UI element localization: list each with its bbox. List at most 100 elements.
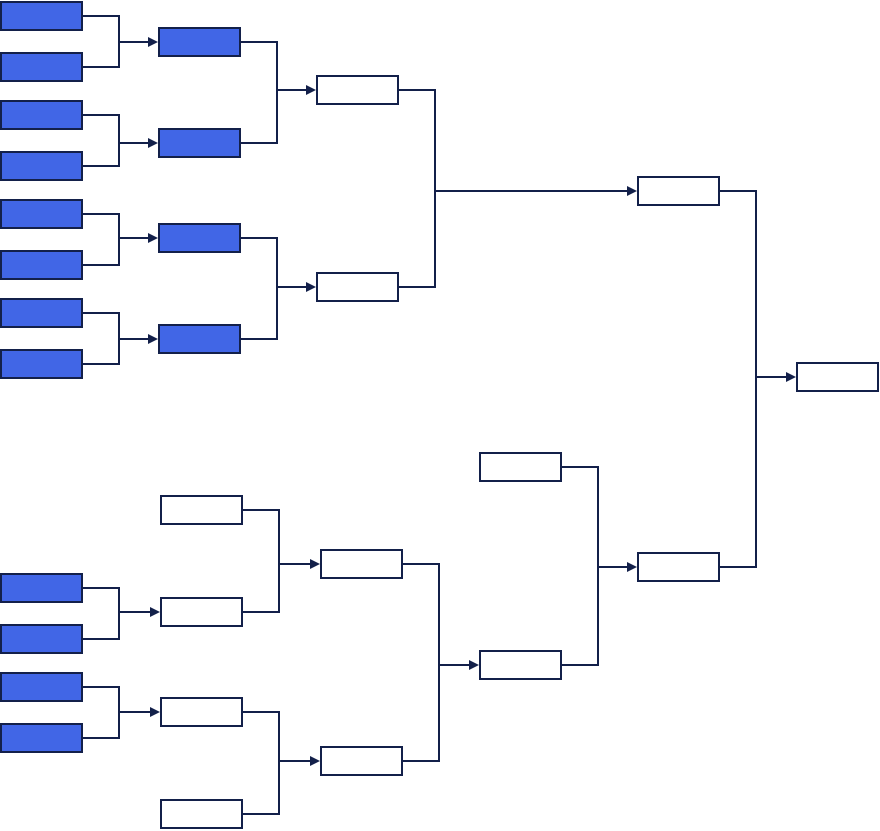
arrow-right-icon (148, 138, 158, 148)
bracket-slot-b-bye-3[interactable] (479, 452, 562, 482)
arrow-right-icon (150, 607, 160, 617)
bracket-slot-box (160, 799, 243, 829)
bracket-slot-box (320, 746, 403, 776)
bracket-slot-box (158, 324, 241, 354)
bracket-slot-r1-1[interactable] (0, 1, 83, 31)
bracket-slot-box (479, 452, 562, 482)
bracket-slot-r2-1[interactable] (158, 27, 241, 57)
connector-match-9 (83, 686, 160, 739)
arrow-right-icon (148, 233, 158, 243)
connector-match-1 (83, 15, 158, 68)
bracket-slot-sf-top[interactable] (637, 176, 720, 206)
bracket-slot-box (637, 176, 720, 206)
bracket-slot-sf-bottom[interactable] (637, 552, 720, 582)
arrow-right-icon (310, 559, 320, 569)
bracket-slot-box (320, 549, 403, 579)
connector-bracket-line (243, 509, 280, 613)
bracket-slot-box (316, 75, 399, 105)
bracket-slot-box (0, 349, 83, 379)
bracket-slot-b-r2-2[interactable] (160, 697, 243, 727)
connector-match-2 (83, 114, 158, 167)
arrow-right-icon (306, 85, 316, 95)
connector-match-6 (241, 237, 316, 340)
connector-match-7 (399, 89, 637, 288)
bracket-slot-b-bye-2[interactable] (160, 799, 243, 829)
bracket-slot-box (0, 100, 83, 130)
bracket-slot-r1-4[interactable] (0, 151, 83, 181)
bracket-slot-b-qf-3[interactable] (479, 650, 562, 680)
connector-match-3 (83, 213, 158, 266)
connector-bracket-line (83, 114, 120, 167)
bracket-slot-box (0, 298, 83, 328)
bracket-slot-r1-5[interactable] (0, 199, 83, 229)
bracket-slot-r1-2[interactable] (0, 52, 83, 82)
bracket-slot-box (0, 573, 83, 603)
bracket-slot-box (0, 624, 83, 654)
bracket-slot-box (0, 199, 83, 229)
connector-match-4 (83, 312, 158, 365)
bracket-slot-r1-7[interactable] (0, 298, 83, 328)
bracket-slot-box (0, 1, 83, 31)
bracket-slot-b-qf-2[interactable] (320, 746, 403, 776)
bracket-slot-box (637, 552, 720, 582)
connector-match-5 (241, 41, 316, 144)
bracket-slot-b-qf-1[interactable] (320, 549, 403, 579)
bracket-slot-box (0, 250, 83, 280)
connector-bracket-line (83, 15, 120, 68)
bracket-slot-b-r1-4[interactable] (0, 723, 83, 753)
connector-bracket-line (83, 213, 120, 266)
bracket-slot-box (796, 362, 879, 392)
arrow-right-icon (627, 562, 637, 572)
bracket-slot-r1-8[interactable] (0, 349, 83, 379)
arrow-right-icon (306, 282, 316, 292)
arrow-right-icon (150, 707, 160, 717)
connector-match-13 (562, 466, 637, 666)
connector-match-12 (403, 563, 479, 762)
connector-match-14 (720, 190, 796, 568)
bracket-slot-b-r1-2[interactable] (0, 624, 83, 654)
connector-bracket-line (720, 190, 757, 568)
bracket-slot-box (158, 223, 241, 253)
bracket-slot-r1-3[interactable] (0, 100, 83, 130)
arrow-right-icon (310, 756, 320, 766)
bracket-slot-r2-3[interactable] (158, 223, 241, 253)
connector-match-8 (83, 587, 160, 640)
connector-bracket-line (83, 686, 120, 739)
bracket-slot-qf-1[interactable] (316, 75, 399, 105)
bracket-slot-b-r1-3[interactable] (0, 672, 83, 702)
bracket-slot-box (160, 697, 243, 727)
bracket-slot-box (0, 672, 83, 702)
bracket-slot-box (158, 27, 241, 57)
bracket-slot-b-r1-1[interactable] (0, 573, 83, 603)
bracket-slot-b-r2-1[interactable] (160, 597, 243, 627)
bracket-slot-box (158, 128, 241, 158)
arrow-right-icon (469, 660, 479, 670)
bracket-connectors (83, 15, 796, 815)
bracket-slot-b-bye-1[interactable] (160, 495, 243, 525)
bracket-slot-qf-2[interactable] (316, 272, 399, 302)
arrow-right-icon (627, 186, 637, 196)
connector-bracket-line (403, 563, 440, 762)
connector-bracket-line (399, 89, 436, 288)
bracket-slot-box (0, 723, 83, 753)
bracket-slot-box (316, 272, 399, 302)
bracket-slot-r1-6[interactable] (0, 250, 83, 280)
connector-bracket-line (243, 711, 280, 815)
bracket-slot-r2-2[interactable] (158, 128, 241, 158)
connector-bracket-line (83, 587, 120, 640)
connector-bracket-line (562, 466, 599, 666)
bracket-slot-box (0, 52, 83, 82)
bracket-slot-box (160, 495, 243, 525)
bracket-slot-box (160, 597, 243, 627)
bracket-slot-box (479, 650, 562, 680)
connector-match-11 (243, 711, 320, 815)
connector-bracket-line (241, 41, 278, 144)
connector-bracket-line (241, 237, 278, 340)
arrow-right-icon (148, 37, 158, 47)
bracket-slot-r2-4[interactable] (158, 324, 241, 354)
arrow-right-icon (148, 334, 158, 344)
bracket-slot-box (0, 151, 83, 181)
bracket-slot-final[interactable] (796, 362, 879, 392)
